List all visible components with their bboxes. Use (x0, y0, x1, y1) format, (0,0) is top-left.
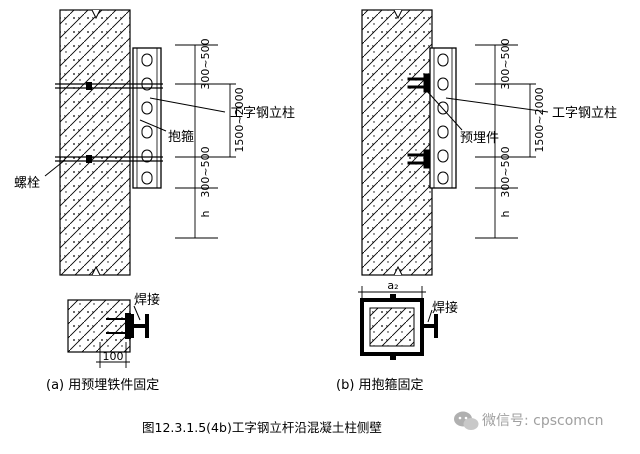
left-dim-bottom: 300~500 (199, 146, 212, 197)
right-embed-leader (425, 89, 463, 131)
right-ibeam-slots (437, 53, 449, 185)
detail-b: 焊接 a₂ (b) 用抱箍固定 (336, 279, 458, 393)
figure-caption: 图12.3.1.5(4b)工字钢立杆沿混凝土柱侧壁 (142, 420, 382, 435)
detail-a-dim-100: 100 (103, 350, 124, 363)
right-break-bottom (393, 265, 403, 276)
right-concrete-column (361, 9, 433, 276)
detail-b-dimension (358, 286, 426, 298)
right-label-column: 工字钢立柱 (552, 106, 617, 121)
watermark: 微信号: cpscomcn (454, 411, 604, 430)
detail-a: 焊接 100 (a) 用预埋铁件固定 (46, 292, 160, 393)
detail-b-caption: (b) 用抱箍固定 (336, 377, 424, 393)
right-elevation: 300~500 1500~2000 300~500 h 工字钢立柱 预埋件 (361, 9, 617, 276)
detail-a-dimension (96, 342, 130, 368)
left-concrete-column (59, 9, 131, 276)
right-dim-h: h (499, 210, 512, 217)
left-label-hoop: 抱箍 (168, 129, 194, 145)
detail-a-caption: (a) 用预埋铁件固定 (46, 378, 159, 393)
left-column-leader (149, 97, 226, 113)
detail-b-dim-a: a₂ (387, 279, 398, 292)
left-break-bottom (91, 265, 101, 276)
right-label-embed: 预埋件 (460, 131, 499, 146)
right-column-leader (445, 97, 549, 113)
detail-b-ibeam-section (422, 314, 438, 338)
left-hoop-leader (139, 119, 167, 132)
left-label-column: 工字钢立柱 (230, 106, 295, 121)
left-break-top (91, 9, 101, 20)
left-dimension-chain (175, 44, 236, 239)
detail-a-concrete (67, 299, 131, 353)
right-break-top (393, 9, 403, 20)
left-bolt-leader (44, 159, 66, 177)
right-dimension-chain (475, 44, 536, 239)
wechat-icon (454, 411, 479, 430)
left-ibeam-post (132, 47, 162, 189)
left-hoops (55, 83, 163, 162)
detail-a-weld-leader (133, 305, 141, 321)
detail-b-concrete (369, 307, 415, 347)
right-embedded-plates (407, 73, 431, 169)
detail-b-weld-leader (427, 309, 433, 323)
detail-b-label-weld: 焊接 (432, 300, 458, 316)
right-dim-bottom: 300~500 (499, 146, 512, 197)
detail-a-label-weld: 焊接 (134, 292, 160, 308)
right-dim-top: 300~500 (499, 38, 512, 89)
left-elevation: 300~500 1500~2000 300~500 h 工字钢立柱 抱箍 螺栓 (14, 9, 295, 276)
right-dim-span: 1500~2000 (533, 87, 546, 152)
left-dim-span: 1500~2000 (233, 87, 246, 152)
left-dim-h: h (199, 210, 212, 217)
detail-a-ibeam-section (131, 314, 149, 338)
left-dim-top: 300~500 (199, 38, 212, 89)
watermark-text: 微信号: cpscomcn (482, 413, 604, 429)
left-label-bolt: 螺栓 (14, 176, 40, 191)
